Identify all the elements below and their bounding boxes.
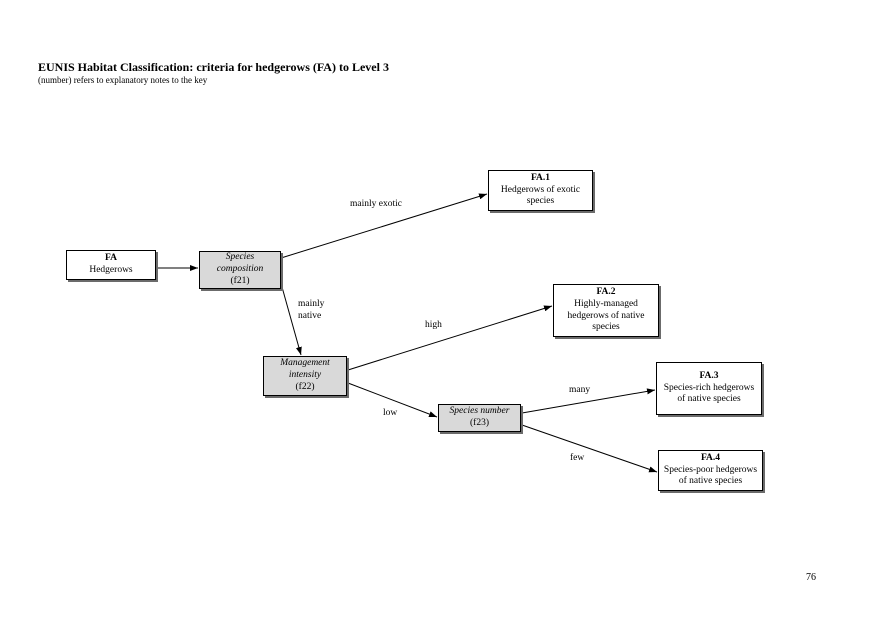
node-code: FA.2: [596, 286, 616, 297]
node-species-number: Species number (f23): [438, 404, 521, 432]
edge-high: [347, 305, 553, 371]
node-fa2: FA.2 Highly-managed hedgerows of native …: [553, 284, 659, 337]
node-label: Hedgerows of exotic species: [500, 184, 581, 207]
node-code: FA.3: [699, 370, 719, 381]
edge-mainly-native: [281, 286, 302, 356]
node-code: FA.1: [530, 172, 551, 183]
edge-label-many: many: [569, 385, 591, 395]
node-note: (f22): [295, 381, 315, 392]
edge-label-few: few: [570, 453, 585, 463]
page-number: 76: [806, 572, 816, 583]
node-code: FA.4: [700, 452, 721, 463]
node-fa-hedgerows: FA Hedgerows: [66, 250, 156, 280]
edge-label-low: low: [383, 408, 398, 418]
edge-mainly-exotic: [280, 193, 488, 259]
node-criterion: Species composition: [216, 252, 264, 275]
node-fa4: FA.4 Species-poor hedgerows of native sp…: [658, 450, 763, 491]
node-fa3: FA.3 Species-rich hedgerows of native sp…: [656, 362, 762, 415]
node-management-intensity: Management intensity (f22): [263, 356, 347, 396]
edge-label-high: high: [425, 320, 442, 330]
node-fa1: FA.1 Hedgerows of exotic species: [488, 170, 593, 211]
edge-few: [521, 424, 658, 473]
edge-many: [521, 388, 656, 414]
node-note: (f21): [230, 275, 250, 286]
node-label: Species-rich hedgerows of native species: [663, 382, 755, 405]
node-criterion: Management intensity: [280, 358, 330, 381]
page-subtitle: (number) refers to explanatory notes to …: [38, 75, 208, 85]
edge-label-mainly-exotic: mainly exotic: [350, 199, 402, 209]
node-label: Highly-managed hedgerows of native speci…: [567, 298, 645, 333]
node-note: (f23): [470, 418, 489, 428]
node-criterion: Species number: [449, 406, 510, 417]
edge-low: [347, 382, 438, 418]
node-label: Species-poor hedgerows of native species: [663, 464, 758, 487]
node-code: FA: [105, 253, 117, 264]
page-title: EUNIS Habitat Classification: criteria f…: [38, 60, 389, 74]
node-label: Hedgerows: [89, 265, 133, 275]
edge-label-mainly-native: mainly native: [298, 299, 325, 321]
node-species-composition: Species composition (f21): [199, 251, 281, 289]
